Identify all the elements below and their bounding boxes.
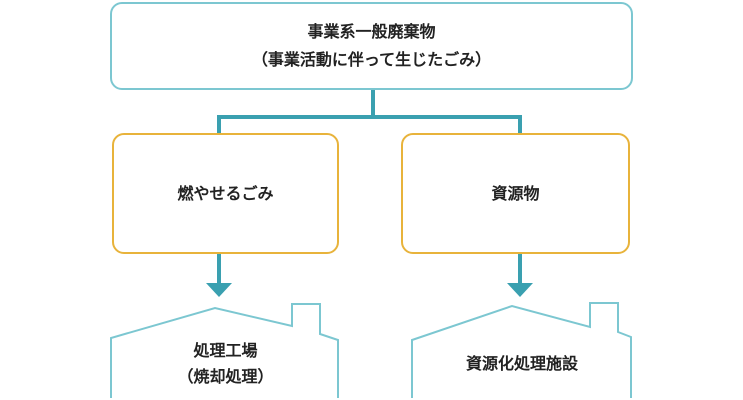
recycling-facility-name: 資源化処理施設 <box>465 354 578 373</box>
recyclables-label: 資源物 <box>491 183 540 203</box>
recycling-facility-label: 資源化処理施設 <box>412 332 632 396</box>
processing-plant-method: （焼却処理） <box>177 367 274 386</box>
house-outline-left <box>110 303 339 398</box>
arrow-head-left <box>206 283 232 297</box>
burnable-waste-label: 燃やせるごみ <box>177 183 274 203</box>
top-subtitle: （事業活動に伴って生じたごみ） <box>251 50 492 69</box>
top-title: 事業系一般廃棄物 <box>307 22 436 41</box>
arrow-right <box>507 254 533 297</box>
processing-plant-name: 処理工場 <box>193 341 258 360</box>
arrow-left <box>206 254 232 297</box>
processing-plant-label: 処理工場 （焼却処理） <box>112 332 339 396</box>
arrow-head-right <box>507 283 533 297</box>
top-waste-category-box: 事業系一般廃棄物 （事業活動に伴って生じたごみ） <box>110 2 633 90</box>
connector-tree <box>217 90 522 133</box>
recyclables-box: 資源物 <box>401 133 630 254</box>
house-outline-right <box>411 302 632 398</box>
burnable-waste-box: 燃やせるごみ <box>112 133 339 254</box>
